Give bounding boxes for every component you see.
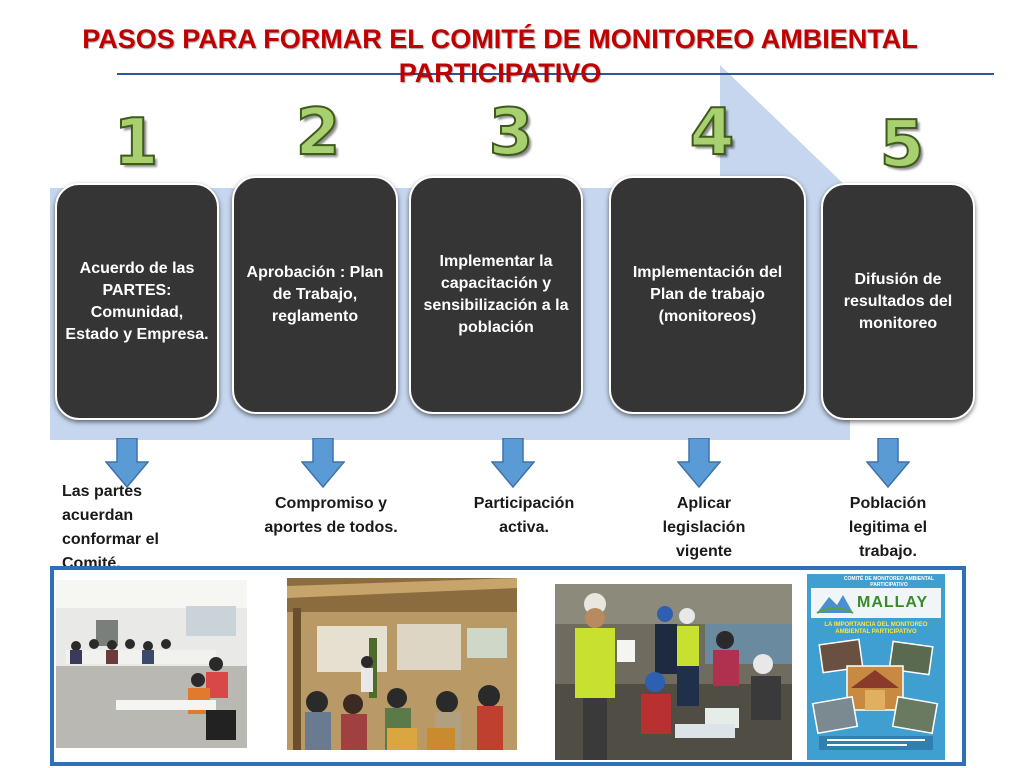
- step-result-3: Participación activa.: [473, 495, 575, 536]
- step-number-1: 1: [113, 106, 160, 180]
- photo-strip-frame: COMITÉ DE MONITOREO AMBIENTAL PARTICIPAT…: [50, 566, 966, 766]
- meeting-room-photo: [56, 580, 247, 748]
- title-underline: [117, 73, 994, 75]
- poster-logo: MALLAY: [811, 588, 941, 618]
- step-result-2: Compromiso y aportes de todos.: [264, 495, 398, 536]
- step-text-2: Aprobación : Plan de Trabajo, reglamento: [246, 264, 384, 325]
- page-title: PASOS PARA FORMAR EL COMITÉ DE MONITOREO…: [0, 22, 1000, 90]
- down-arrow-icon: [677, 438, 721, 488]
- step-text-4: Implementación del Plan de trabajo (moni…: [632, 264, 783, 325]
- step-result-1: Las partes acuerdan conformar el Comité.: [62, 483, 159, 566]
- step-box-3: Implementar la capacitación y sensibiliz…: [409, 176, 583, 414]
- workshop-photo: [287, 578, 517, 750]
- down-arrow-icon: [301, 438, 345, 488]
- step-result-5: Población legitima el trabajo.: [848, 495, 928, 560]
- down-arrow-icon: [105, 438, 149, 488]
- step-text-1: Acuerdo de las PARTES: Comunidad, Estado…: [65, 259, 209, 343]
- step-text-5: Difusión de resultados del monitoreo: [843, 270, 953, 332]
- poster-brand: MALLAY: [857, 594, 929, 611]
- step-number-2: 2: [295, 96, 342, 170]
- mountain-logo-icon: [816, 595, 854, 614]
- step-number-3: 3: [488, 96, 535, 170]
- poster-committee-line: COMITÉ DE MONITOREO AMBIENTAL PARTICIPAT…: [843, 576, 935, 588]
- step-text-3: Implementar la capacitación y sensibiliz…: [423, 253, 569, 336]
- field-monitoring-photo: [555, 584, 792, 760]
- down-arrow-icon: [866, 438, 910, 488]
- page-title-line-1: PASOS PARA FORMAR EL COMITÉ DE MONITOREO…: [82, 24, 918, 54]
- page-title-line-2: PARTICIPATIVO: [398, 58, 602, 88]
- poster-photo: COMITÉ DE MONITOREO AMBIENTAL PARTICIPAT…: [807, 574, 945, 760]
- down-arrow-icon: [491, 438, 535, 488]
- poster-collage: [811, 638, 939, 750]
- step-box-5: Difusión de resultados del monitoreo: [821, 183, 975, 420]
- step-number-5: 5: [879, 108, 926, 182]
- step-box-2: Aprobación : Plan de Trabajo, reglamento: [232, 176, 398, 414]
- poster-headline: LA IMPORTANCIA DEL MONITOREO AMBIENTAL P…: [824, 622, 928, 635]
- step-number-4: 4: [689, 96, 736, 170]
- step-box-4: Implementación del Plan de trabajo (moni…: [609, 176, 806, 414]
- step-result-4: Aplicar legislación vigente: [662, 495, 746, 560]
- step-box-1: Acuerdo de las PARTES: Comunidad, Estado…: [55, 183, 219, 420]
